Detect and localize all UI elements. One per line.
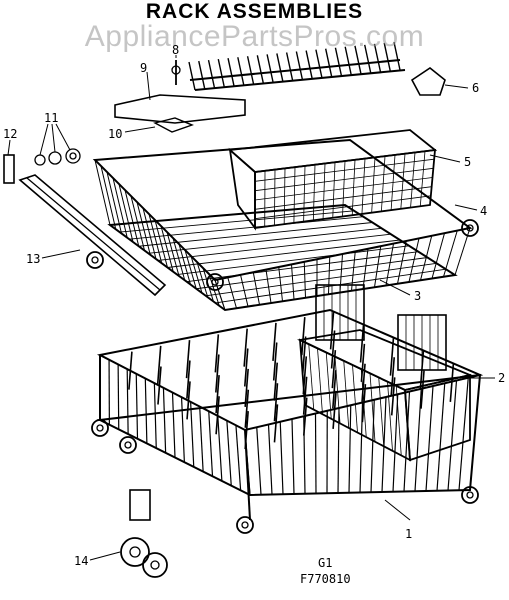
upper-rack — [92, 138, 473, 312]
callout-3: 3 — [414, 289, 422, 303]
part-14-wheel-assembly — [120, 489, 168, 578]
callout-4: 4 — [480, 204, 488, 218]
parts-11-rollers — [34, 148, 81, 166]
part-10-clip — [153, 117, 194, 133]
upper-basket — [227, 129, 438, 231]
callout-12: 12 — [3, 127, 18, 141]
callout-14: 14 — [74, 554, 89, 568]
callout-13: 13 — [26, 252, 41, 266]
part-6-clip — [410, 67, 446, 96]
lower-rack — [96, 308, 484, 521]
callout-6: 6 — [472, 81, 480, 95]
callout-10: 10 — [108, 127, 123, 141]
watermark: AppliancePartsPros.com — [84, 20, 425, 53]
rail-13 — [18, 174, 167, 297]
callout-11: 11 — [44, 111, 59, 125]
figure-code-line2: F770810 — [300, 572, 351, 586]
callout-8: 8 — [172, 43, 180, 57]
figure-code-line1: G1 — [318, 556, 333, 570]
part-9-bracket — [114, 94, 246, 124]
callout-1: 1 — [405, 527, 413, 541]
leader-lines — [7, 55, 495, 561]
cup-shelf-tines — [188, 41, 406, 91]
callout-5: 5 — [464, 155, 472, 169]
callout-9: 9 — [140, 61, 148, 75]
part-12 — [3, 154, 15, 184]
lower-basket — [297, 284, 473, 462]
callout-2: 2 — [498, 371, 506, 385]
rack-wheels — [86, 219, 479, 534]
diagram-title: RACK ASSEMBLIES — [145, 0, 364, 23]
part-8-screw — [171, 60, 181, 85]
